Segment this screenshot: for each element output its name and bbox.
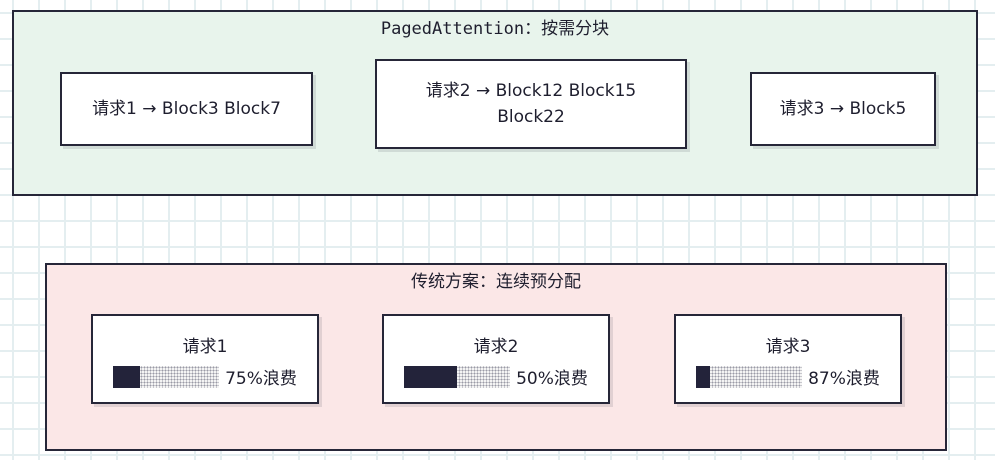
paged-attention-group: PagedAttention：按需分块 请求1 → Block3 Block7 … bbox=[12, 10, 978, 196]
used-memory-fill bbox=[696, 365, 710, 388]
used-memory-fill bbox=[113, 365, 140, 388]
paged-request-1-node[interactable]: 请求1 → Block3 Block7 bbox=[60, 72, 313, 146]
memory-allocation-bar bbox=[404, 365, 511, 388]
paged-request-2-node[interactable]: 请求2 → Block12 Block15 Block22 bbox=[375, 59, 687, 149]
memory-bar-row: 50%浪费 bbox=[384, 364, 608, 389]
waste-percentage: 75%浪费 bbox=[225, 369, 297, 389]
traditional-request-2-label: 请求2 bbox=[473, 337, 519, 357]
waste-percentage: 87%浪费 bbox=[808, 369, 880, 389]
paged-attention-title: PagedAttention：按需分块 bbox=[380, 19, 610, 39]
traditional-allocation-group: 传统方案：连续预分配 请求1 75%浪费 请求2 50%浪费 请求3 87%浪费 bbox=[45, 263, 947, 451]
traditional-request-1-node[interactable]: 请求1 75%浪费 bbox=[91, 314, 319, 404]
used-memory-fill bbox=[404, 365, 458, 388]
traditional-request-3-node[interactable]: 请求3 87%浪费 bbox=[674, 314, 902, 404]
traditional-request-3-label: 请求3 bbox=[765, 337, 811, 357]
paged-request-2-label: 请求2 → Block12 Block15 Block22 bbox=[425, 81, 637, 127]
traditional-allocation-title: 传统方案：连续预分配 bbox=[411, 272, 581, 292]
memory-allocation-bar bbox=[113, 365, 220, 388]
paged-request-3-node[interactable]: 请求3 → Block5 bbox=[750, 72, 936, 146]
traditional-request-1-label: 请求1 bbox=[182, 337, 228, 357]
paged-request-3-label: 请求3 → Block5 bbox=[779, 99, 907, 119]
memory-allocation-bar bbox=[696, 365, 803, 388]
waste-percentage: 50%浪费 bbox=[516, 369, 588, 389]
traditional-request-2-node[interactable]: 请求2 50%浪费 bbox=[382, 314, 610, 404]
memory-bar-row: 75%浪费 bbox=[93, 364, 317, 389]
paged-request-1-label: 请求1 → Block3 Block7 bbox=[92, 99, 281, 119]
memory-bar-row: 87%浪费 bbox=[676, 364, 900, 389]
